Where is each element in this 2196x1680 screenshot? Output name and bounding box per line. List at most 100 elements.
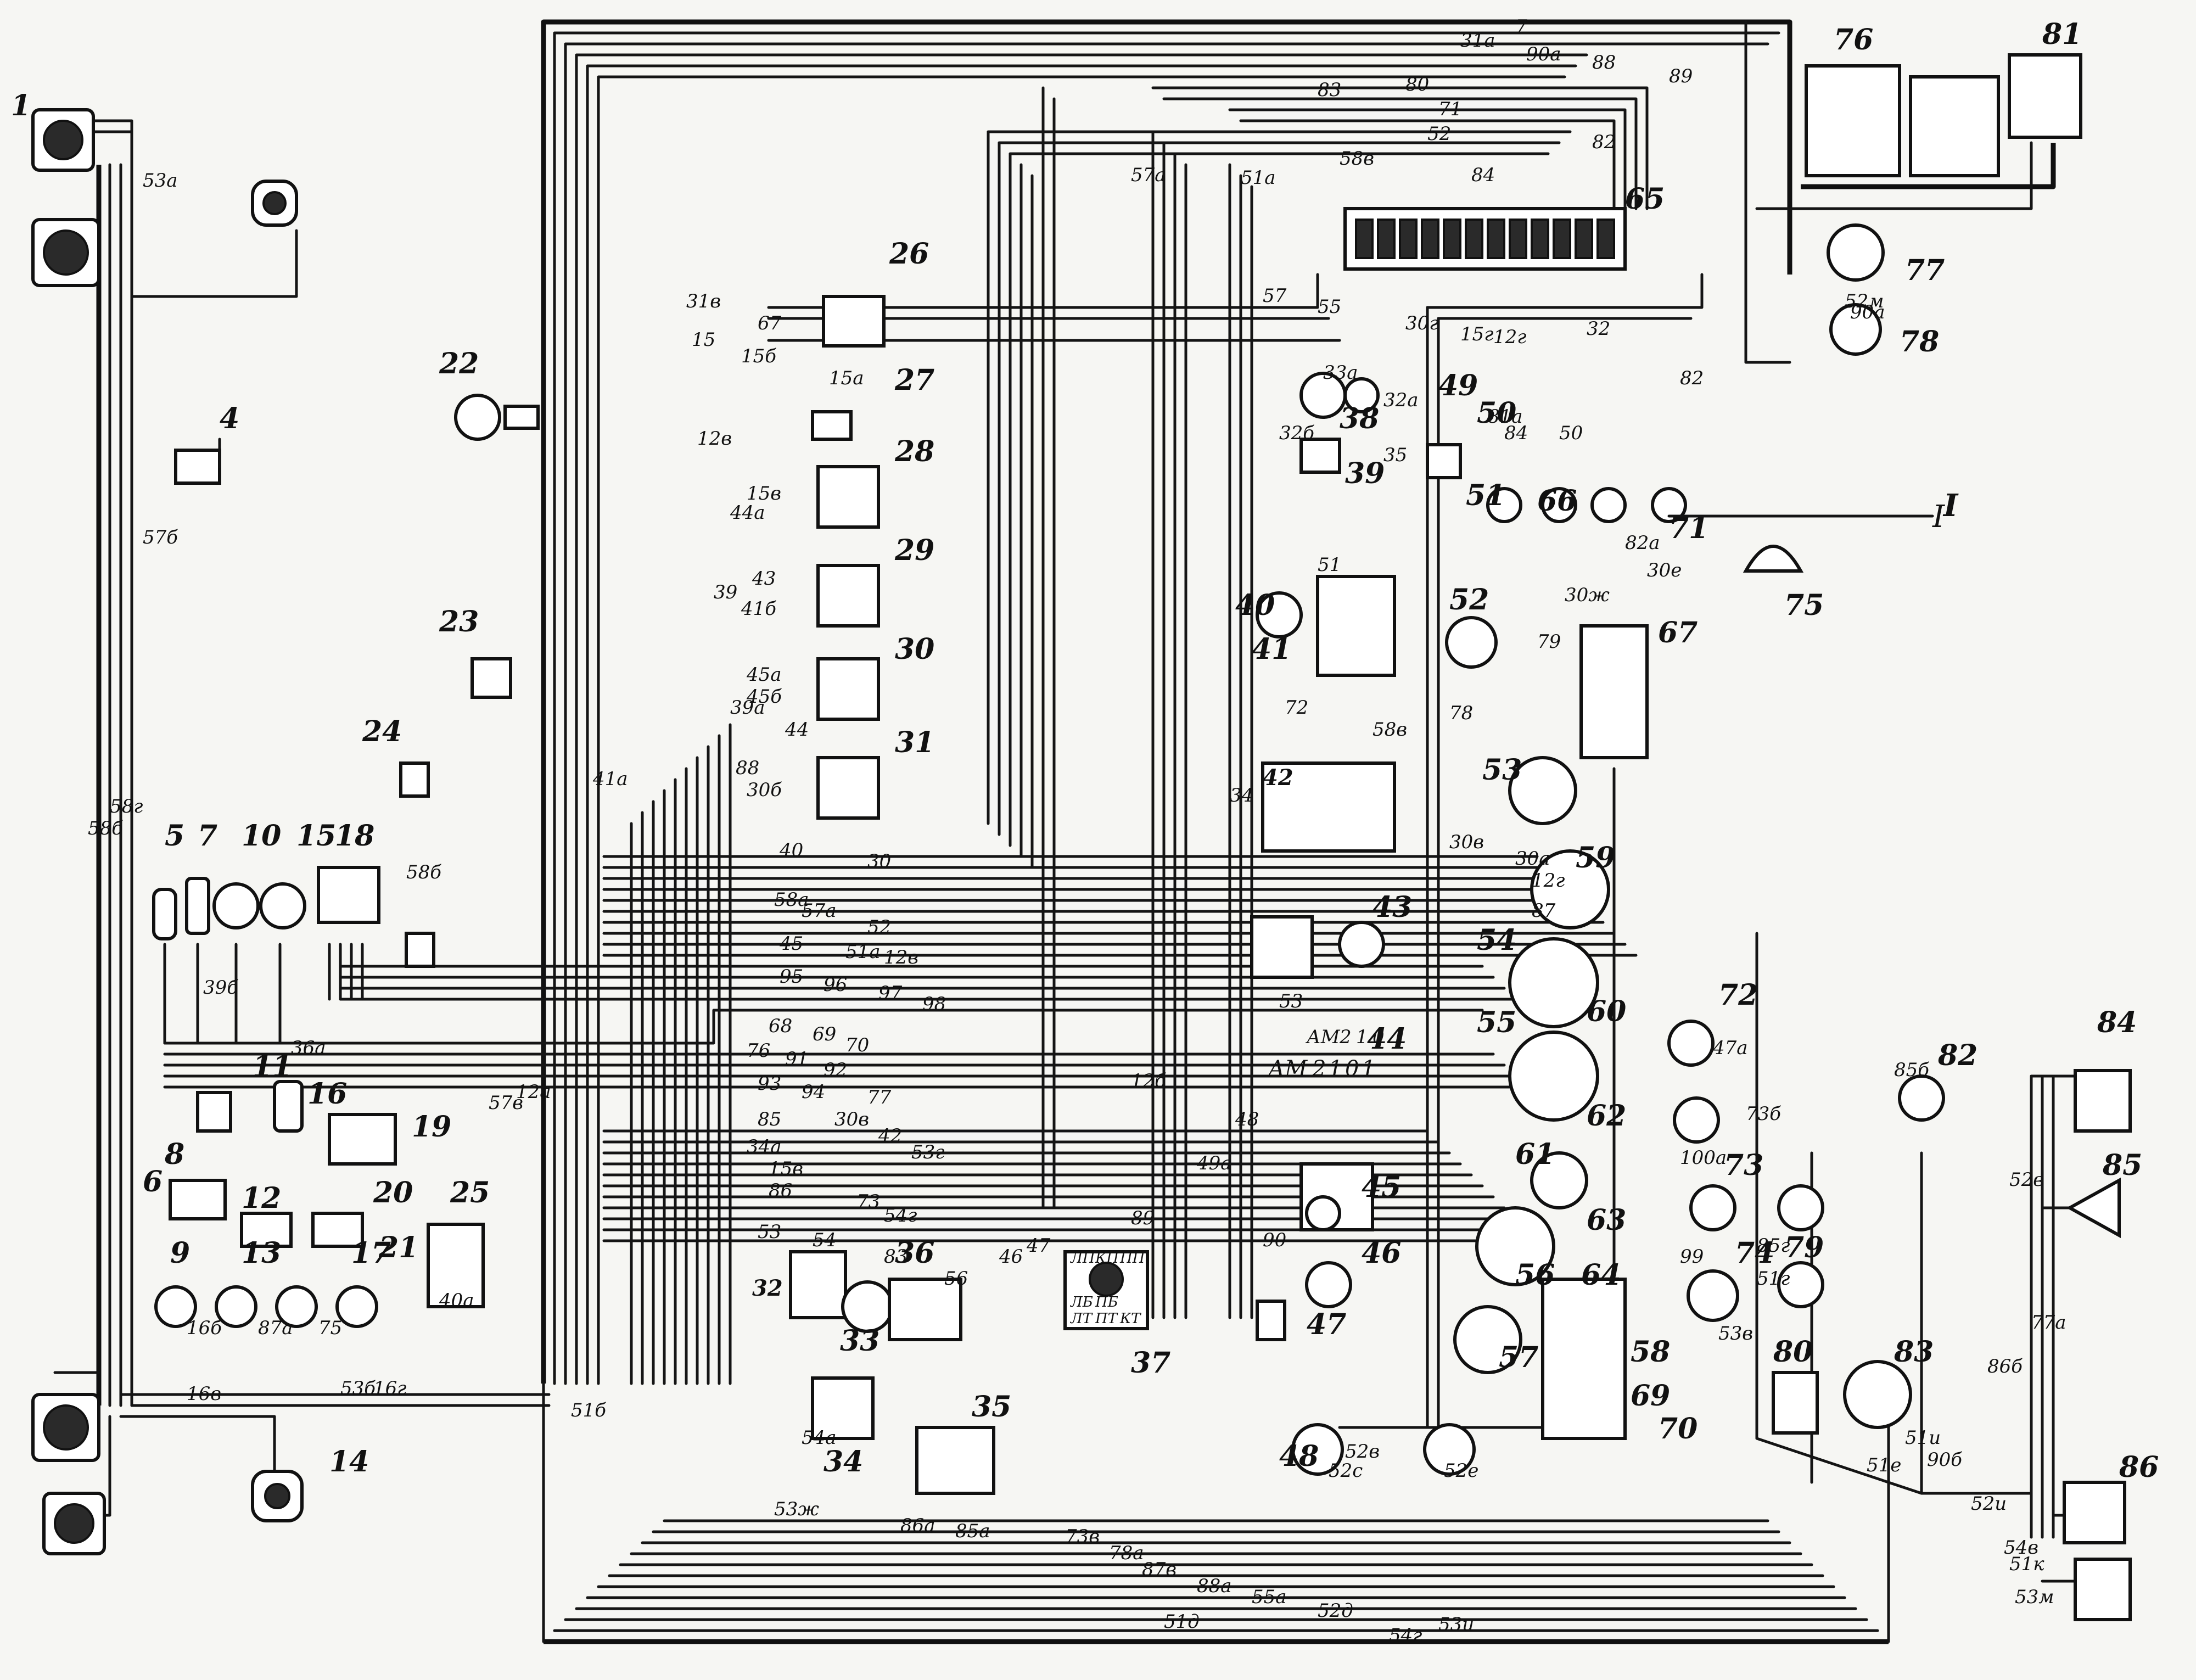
wire-label: 51б: [571, 1399, 606, 1421]
wire-label: 30ж: [1565, 584, 1610, 606]
wire-label: 12а: [516, 1081, 551, 1103]
label-n84: 84: [2097, 1006, 2137, 1039]
wire-label: 51е: [1867, 1454, 1901, 1476]
label-n76: 76: [1834, 23, 1873, 57]
wire-label: 53г: [911, 1141, 944, 1163]
label-n67: 67: [1658, 616, 1698, 649]
relay-column-icon: [811, 295, 886, 820]
label-nI: I: [1942, 488, 1959, 524]
label-n9: 9: [170, 1236, 190, 1270]
label-n45: 45: [1362, 1171, 1401, 1204]
label-n82: 82: [1937, 1039, 1977, 1072]
wire-label: 35: [1383, 444, 1407, 466]
label-n22: 22: [439, 347, 479, 380]
wire-label: 33а: [1323, 362, 1358, 384]
label-n78: 78: [1900, 325, 1939, 359]
wire-label: 53м: [2015, 1586, 2054, 1608]
wire-label: 52и: [1971, 1493, 2007, 1515]
wire-label: 55: [1318, 296, 1341, 318]
svg-text:0: 0: [1345, 1056, 1359, 1082]
wire-label: 69: [813, 1023, 836, 1045]
svg-text:1: 1: [1329, 1056, 1342, 1082]
label-n5: 5: [165, 819, 184, 853]
wire-label: 53и: [1438, 1614, 1474, 1636]
label-n41: 41: [1252, 632, 1291, 666]
label-n62: 62: [1587, 1099, 1626, 1133]
wire-label: 44а: [730, 502, 765, 524]
wire-label: 96: [824, 974, 847, 996]
label-n11: 11: [253, 1050, 292, 1083]
bulbs-row-icon: [152, 866, 380, 940]
label-n39: 39: [1345, 457, 1385, 490]
wire-label: 51д: [1164, 1611, 1200, 1633]
wire-label: 54а: [802, 1427, 837, 1449]
wire-label: 12в: [884, 947, 918, 968]
wire-label: 15г: [1460, 323, 1493, 345]
ignition-switch-37-icon: [1063, 1250, 1149, 1330]
wire-label: 53в: [1718, 1323, 1753, 1345]
headlamp-left-upper-icon: [31, 108, 95, 172]
wire-label: АМ: [1306, 1026, 1341, 1048]
wire-label: 82: [1680, 367, 1704, 389]
wire-label: 16г: [373, 1377, 406, 1399]
wire-label: 81а: [1488, 406, 1523, 428]
label-n37: 37: [1131, 1346, 1170, 1380]
wire-label: 58а: [774, 889, 809, 911]
wire-label: 30г: [1405, 312, 1438, 334]
label-n53: 53: [1482, 753, 1522, 787]
label-n56: 56: [1515, 1258, 1555, 1292]
wire-label: 12б: [1131, 1070, 1166, 1092]
component-labels: 1 4 5 6 7 8 9 10 11 12 13 14 15 16 17 18…: [11, 18, 2159, 1484]
wire-label: 16в: [187, 1383, 221, 1405]
wire-label: 15б: [741, 345, 776, 367]
label-n17: 17: [351, 1236, 391, 1270]
label-n36: 36: [895, 1236, 934, 1270]
label-n65: 65: [1625, 182, 1665, 216]
wire-label: 30е: [1647, 559, 1682, 581]
label-n75: 75: [1784, 589, 1824, 622]
label-n29: 29: [894, 534, 934, 567]
label-n23: 23: [439, 605, 479, 639]
svg-text:ПП: ПП: [1119, 1250, 1146, 1267]
wire-label: 85а: [955, 1520, 990, 1542]
wire-label: 15а: [829, 367, 864, 389]
wire-label: 12г: [1493, 326, 1526, 348]
wire-label: 89: [1669, 65, 1693, 87]
label-n10: 10: [242, 819, 281, 853]
wire-labels: 7 31а 90а 88 89 83 80 71 52 82 58в 57а 5…: [88, 16, 2066, 1647]
ignition-switch-positions: АМ 2 1 0 1: [1267, 1056, 1375, 1082]
wire-label: 30б: [747, 779, 782, 801]
wire-label: 58г: [110, 796, 143, 817]
wire-label: 57а: [802, 900, 837, 922]
label-n12: 12: [242, 1181, 281, 1215]
label-n50: 50: [1477, 396, 1516, 430]
wire-label: 15в: [769, 1158, 803, 1180]
label-n44: 44: [1367, 1022, 1407, 1056]
wire-label: 43: [752, 568, 776, 590]
headlamp-left-lower-icon: [31, 218, 100, 287]
svg-text:ЛБ: ЛБ: [1069, 1294, 1093, 1311]
wire-label: 86а: [900, 1515, 935, 1537]
wire-label: 53ж: [774, 1498, 819, 1520]
wire-label: 41а: [592, 768, 628, 790]
wire-label: 51а: [1241, 167, 1276, 189]
wire-label: 52д: [1318, 1600, 1353, 1622]
wire-label: 32а: [1383, 389, 1419, 411]
wire-label: 76: [747, 1040, 770, 1062]
label-n21: 21: [378, 1231, 418, 1264]
wire-label: 73в: [1065, 1526, 1100, 1548]
wire-label: 39а: [730, 697, 765, 719]
label-n27: 27: [894, 363, 934, 397]
wire-label: 0: [1372, 1026, 1385, 1048]
wire-label: 98: [922, 993, 946, 1015]
svg-text:ЛП: ЛП: [1069, 1250, 1096, 1267]
label-n25: 25: [450, 1176, 490, 1209]
wire-label: 49а: [1196, 1152, 1232, 1174]
relays-bottom-icon: [789, 1250, 995, 1495]
wire-label: 47: [1026, 1235, 1051, 1257]
wire-label: 90а: [1850, 301, 1885, 323]
headlamp-left-bottom-icon: [31, 1393, 100, 1462]
label-n48: 48: [1279, 1440, 1319, 1473]
wire-label: 31в: [686, 290, 721, 312]
wire-label: 51а: [845, 941, 881, 963]
